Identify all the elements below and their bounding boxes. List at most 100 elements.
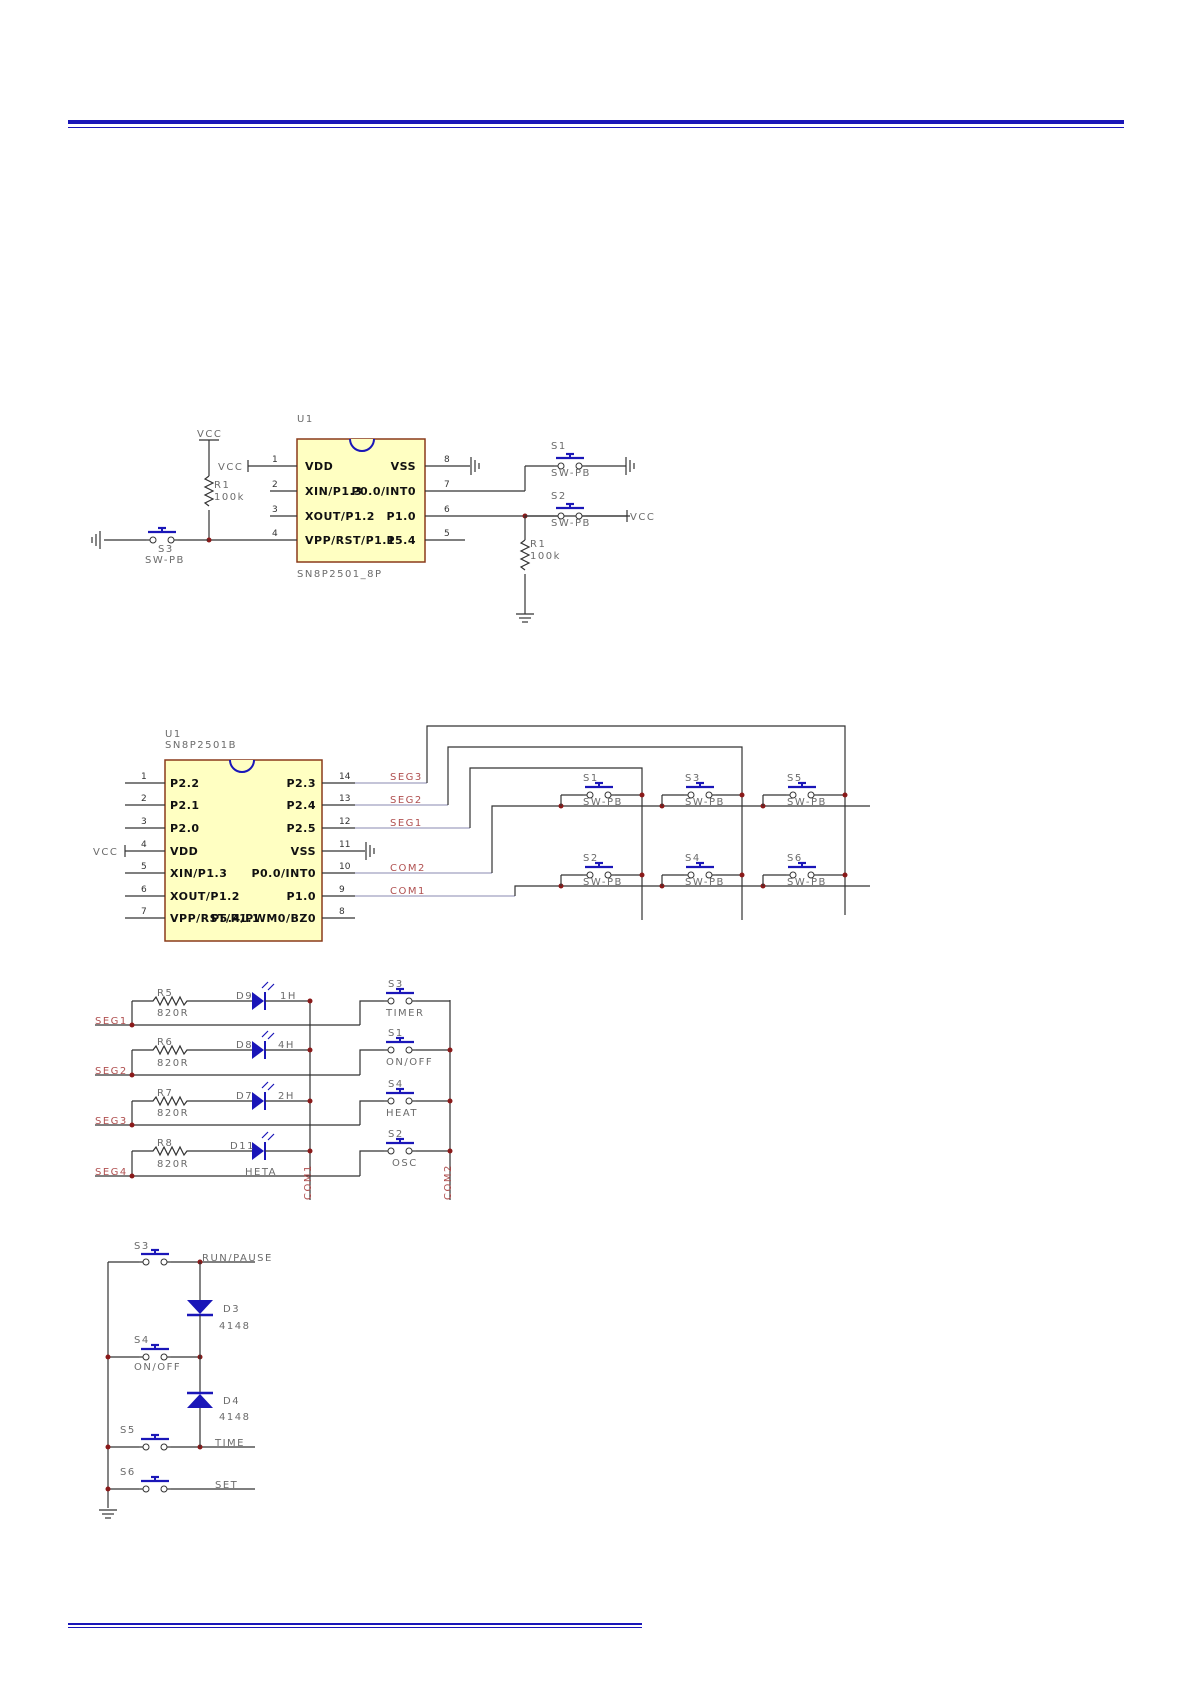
s3t-val: TIMER [385,1008,424,1019]
net-seg3: SEG3 [390,772,423,783]
pin-6-num: 6 [444,505,450,515]
s4t-val: HEAT [386,1108,418,1119]
matrix-switch-s4[interactable] [682,861,718,880]
b-pin-8: 8 [339,907,345,917]
r6-val: 820R [157,1058,189,1069]
mx-s2-val: SW-PB [583,877,623,888]
s4-ground-symbol [98,1509,118,1519]
switch-s3[interactable] [144,526,180,545]
s1t-val: ON/OFF [386,1057,433,1068]
d8-ref: D8 [236,1040,253,1051]
schematic-2: U1 SN8P2501B 1 2 3 4 5 6 7 14 13 12 11 1… [93,725,870,942]
com1-label: COM1 [303,1164,314,1200]
b-label-p25: P2.5 [286,822,316,835]
led-switch-s3[interactable] [382,987,418,1006]
sw-set[interactable] [137,1475,173,1494]
sw-run-pause[interactable] [137,1248,173,1267]
matrix-switch-row-top [558,781,848,809]
net-seg2: SEG2 [390,795,423,806]
s3-val: SW-PB [145,555,185,566]
b-label-vdd: VDD [170,845,198,858]
pin-4-num: 4 [272,529,278,539]
pin-label-vpp: VPP/RST/P1.1 [305,534,395,547]
mx-s4-val: SW-PB [685,877,725,888]
s1-val: SW-PB [551,468,591,479]
schematic-3: SEG1 R5 820R D9 1H S3 TIMER SEG2 R6 820R… [95,979,454,1200]
sw-time[interactable] [137,1433,173,1452]
pin-5-num: 5 [444,529,450,539]
ground-symbol [470,456,480,476]
b-label-p10: P1.0 [286,890,316,903]
led-switch-s4[interactable] [382,1087,418,1106]
r8-val: 820R [157,1159,189,1170]
schematic-1: U1 SN8P2501_8P 1 2 3 4 8 7 6 5 VDD XIN/P… [91,414,655,623]
b-vcc-label: VCC [93,847,118,858]
pin-1-num: 1 [272,455,278,465]
b-pin-1: 1 [141,772,147,782]
switch-s2[interactable] [552,502,588,521]
schematic-4: S3 RUN/PAUSE S4 ON/OFF S5 TIME S6 SET D3… [98,1241,273,1519]
mx-s3-val: SW-PB [685,797,725,808]
d9-val: 1H [280,991,297,1002]
run-pause-label: RUN/PAUSE [202,1253,273,1264]
led-d11 [252,1142,264,1160]
b-pin-7: 7 [141,907,147,917]
ground-symbol-s1 [625,456,635,476]
switch-s1[interactable] [552,452,588,471]
vcc-top-label: VCC [197,429,222,440]
b-label-p24: P2.4 [286,799,316,812]
matrix-switch-s3[interactable] [682,781,718,800]
pin-label-p54: P5.4 [386,534,416,547]
pin-label-p00: P0.0/INT0 [351,485,416,498]
matrix-switch-s5[interactable] [784,781,820,800]
b-pin-3: 3 [141,817,147,827]
vcc-left-label: VCC [218,462,243,473]
mx-s5-ref: S5 [787,773,803,784]
matrix-switch-s6[interactable] [784,861,820,880]
d7-val: 2H [278,1091,295,1102]
r7-ref: R7 [157,1088,173,1099]
led-switch-s2[interactable] [382,1137,418,1156]
vcc-right-label: VCC [630,512,655,523]
b-label-p00: P0.0/INT0 [251,867,316,880]
b-label-p54: P5.4/PWM0/BZ0 [211,912,316,925]
u1b-part: SN8P2501B [165,740,237,751]
s2-val: SW-PB [551,518,591,529]
r5-ref: R5 [157,988,173,999]
mx-s5-val: SW-PB [787,797,827,808]
b-label-vss: VSS [291,845,316,858]
b-label-xout: XOUT/P1.2 [170,890,240,903]
matrix-switch-s1[interactable] [581,781,617,800]
net-com2: COM2 [390,863,426,874]
pin-label-xout: XOUT/P1.2 [305,510,375,523]
b-pin-12: 12 [339,817,350,827]
s3t-ref: S3 [388,979,404,990]
led-switch-s1[interactable] [382,1036,418,1055]
s2-ref: S2 [551,491,567,502]
on-off-label: ON/OFF [134,1362,181,1373]
b-label-p23: P2.3 [286,777,316,790]
pin-3-num: 3 [272,505,278,515]
s2t-val: OSC [392,1158,418,1169]
b-pin-13: 13 [339,794,350,804]
d3-ref: D3 [223,1304,240,1315]
b-label-p22: P2.2 [170,777,200,790]
header-rule-thick [68,120,1124,124]
sw-on-off[interactable] [137,1343,173,1362]
led-d7 [252,1092,264,1110]
s1-ref: S1 [551,441,567,452]
ground-symbol-r1 [515,613,535,623]
b-pin-10: 10 [339,862,351,872]
b-pin-5: 5 [141,862,147,872]
chip-u1b-notch [229,759,255,773]
matrix-switch-s2[interactable] [581,861,617,880]
b-pin-2: 2 [141,794,147,804]
b-label-xin: XIN/P1.3 [170,867,227,880]
net-seg1: SEG1 [390,818,423,829]
mx-s4-ref: S4 [685,853,701,864]
pin-label-xin: XIN/P1.3 [305,485,362,498]
mx-s3-ref: S3 [685,773,701,784]
matrix-switch-row-bottom [558,861,848,889]
d9-ref: D9 [236,991,253,1002]
